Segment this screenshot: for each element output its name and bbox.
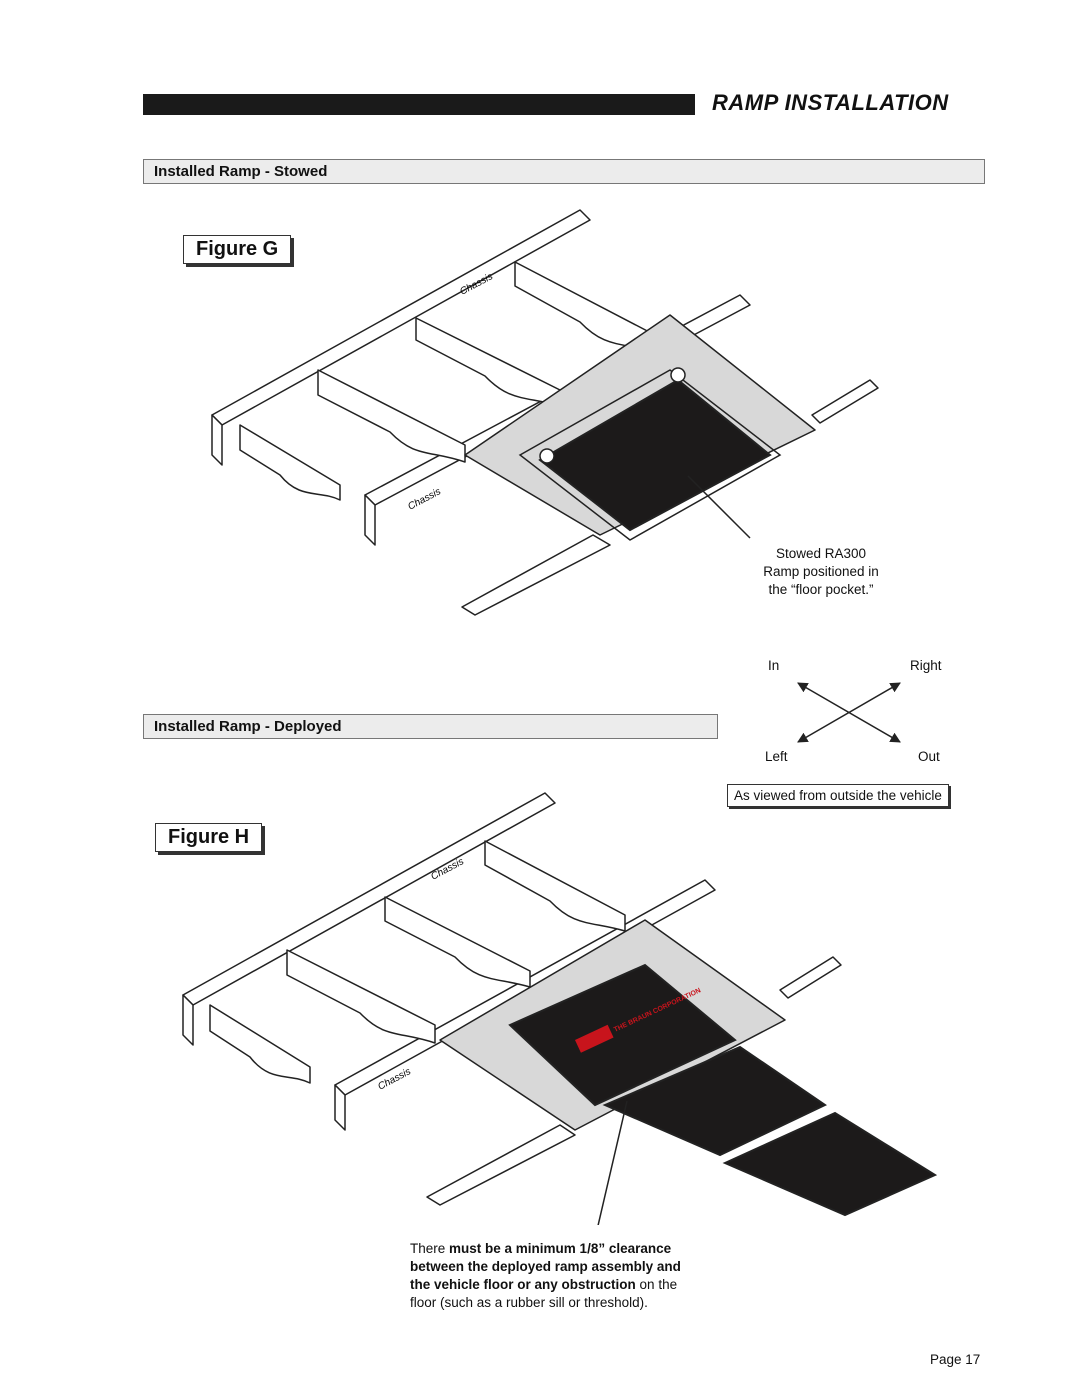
clearance-l4-plain: floor (such as a rubber sill or threshol… [410,1295,648,1310]
stowed-note-line2: Ramp positioned in [763,564,879,579]
stowed-note-line3: the “floor pocket.” [768,582,874,597]
deployed-ramp-section-1 [508,963,737,1107]
clearance-l3-bold: the vehicle floor or any obstruction [410,1277,636,1292]
stowed-note: Stowed RA300 Ramp positioned in the “flo… [756,545,886,599]
clearance-l1-plain: There [410,1241,450,1256]
figure-g-label: Figure G [183,235,292,264]
clearance-l2-bold: between the deployed ramp assembly and [410,1259,681,1274]
chassis-label-g-bottom: Chassis [406,486,443,512]
section-title-stowed: Installed Ramp - Stowed [143,159,985,184]
stowed-ramp-surface [538,378,772,532]
deployed-ramp-section-2 [602,1045,828,1157]
compass-arrows [797,682,901,743]
compass-out: Out [918,749,940,764]
clearance-note: There must be a minimum 1/8” clearance b… [410,1240,681,1312]
deployed-ramp-section-3 [722,1111,938,1217]
compass-in: In [768,658,780,673]
section-title-deployed: Installed Ramp - Deployed [143,714,718,739]
page-number: Page 17 [930,1352,981,1367]
stowed-note-line1: Stowed RA300 [775,546,867,561]
compass-caption: As viewed from outside the vehicle [727,784,949,807]
clearance-l3-plain: on the [635,1277,678,1292]
figure-g-illustration: Chassis Chassis [211,209,879,616]
header-bar [143,94,695,115]
clearance-l1-bold: must be a minimum 1/8” clearance [449,1241,672,1256]
page-title: RAMP INSTALLATION [712,90,949,115]
figure-h-label: Figure H [155,823,263,852]
compass-left: Left [765,749,788,764]
compass-right: Right [910,658,942,673]
figure-h-illustration: THE BRAUN CORPORATION Chassis Chassis [182,792,938,1225]
